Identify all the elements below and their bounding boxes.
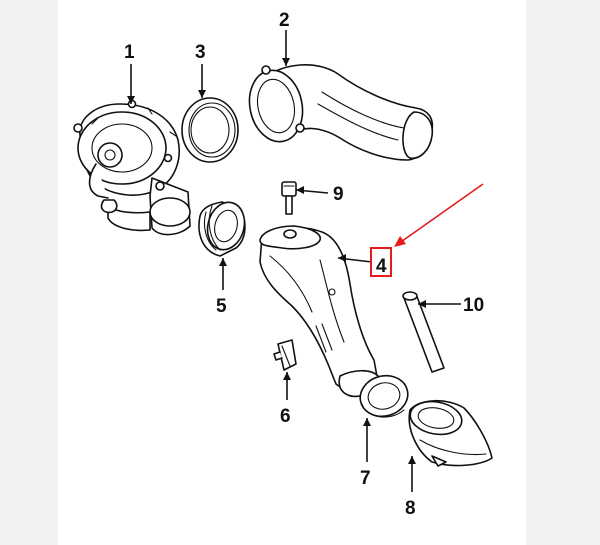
vent-tube-icon <box>402 291 445 373</box>
rubber-coupler-icon <box>198 201 246 257</box>
highlight-callout-4 <box>370 183 484 277</box>
callout-7: 7 <box>360 468 371 489</box>
hose-clamp-icon <box>273 339 297 371</box>
callout-10: 10 <box>463 295 484 316</box>
callout-3: 3 <box>195 42 206 63</box>
sealing-ring-icon <box>181 97 239 163</box>
sensor-plug-icon <box>281 181 297 215</box>
callout-8: 8 <box>405 498 416 519</box>
highlight-arrow-head <box>394 236 406 247</box>
callout-6: 6 <box>280 406 291 427</box>
callout-1: 1 <box>124 42 135 63</box>
intake-duct-icon <box>248 64 434 161</box>
highlight-box <box>370 247 392 277</box>
callout-2: 2 <box>279 10 290 31</box>
o-ring-icon <box>359 374 409 418</box>
intake-pipe-icon <box>259 225 381 398</box>
leader-lines <box>127 30 461 492</box>
callout-4: 4 <box>376 256 387 277</box>
turbocharger-icon <box>73 99 191 236</box>
highlight-arrow-line <box>397 183 484 245</box>
flange-adapter-icon <box>408 399 493 467</box>
callout-9: 9 <box>333 184 344 205</box>
callout-5: 5 <box>216 296 227 317</box>
